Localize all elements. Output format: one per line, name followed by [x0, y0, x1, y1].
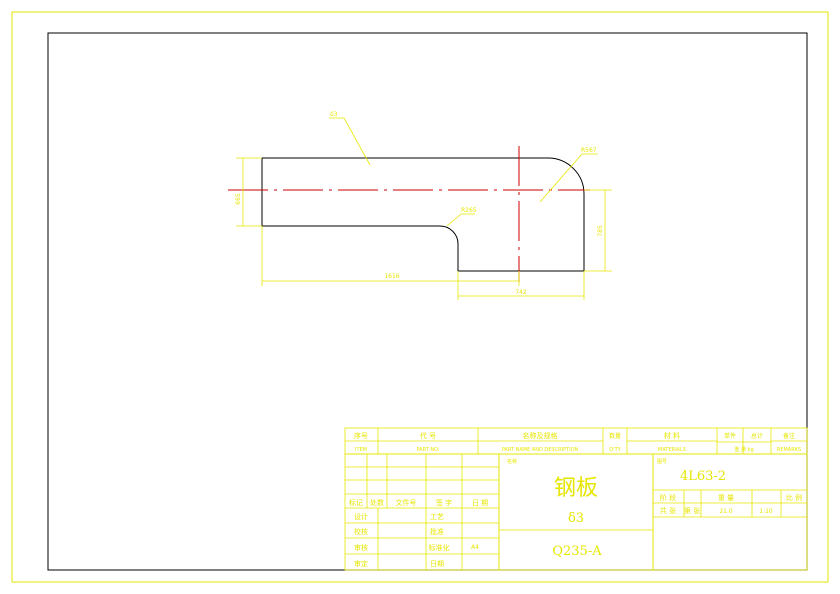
dim-bottom: 742	[515, 289, 527, 296]
header-code-cn: 代 号	[420, 431, 436, 440]
inner-frame	[47, 32, 808, 571]
label-check: 校核	[354, 527, 368, 536]
label-sheet-total: 共 张	[660, 506, 676, 515]
header-weight-label: 重 量 kg	[734, 446, 753, 453]
drawing-number: 4L63-2	[680, 469, 726, 484]
rev-count: 处数	[370, 498, 384, 507]
rev-doc-no: 文件号	[396, 498, 417, 507]
header-material-en: MATERIALS	[658, 447, 686, 453]
header-qty-en: Q'TY	[609, 447, 621, 453]
label-approve: 审定	[354, 559, 368, 568]
leader-radius-inner-label: R265	[461, 207, 477, 214]
header-unit-weight: 单件	[724, 432, 736, 440]
title-block	[344, 427, 808, 571]
tag-drawing-no: 图号	[657, 459, 667, 465]
header-name-cn: 名称及规格	[523, 431, 558, 440]
outer-border	[11, 11, 829, 583]
header-remark-cn: 备注	[783, 432, 795, 440]
header-material-cn: 材 料	[664, 431, 680, 440]
header-seq-cn: 序号	[354, 431, 368, 440]
rev-sign: 签 字	[436, 498, 452, 507]
leader-radius-top-label: R567	[581, 147, 597, 154]
dim-length: 1616	[384, 273, 399, 280]
part-name: 钢板	[554, 476, 598, 501]
label-date: 日期	[430, 560, 444, 568]
rev-mark: 标记	[349, 498, 363, 507]
tag-name: 名称	[507, 458, 517, 465]
label-approver: 批准	[430, 527, 444, 536]
weight-value: 21.0	[719, 508, 733, 515]
label-design: 设计	[354, 512, 368, 521]
rev-date: 日 期	[472, 499, 488, 507]
dim-height-left: 665	[235, 193, 242, 205]
title-block-header: 序号 ITEM 代 号 PART NO. 名称及规格 PART NAME AND…	[354, 431, 801, 453]
label-weight: 重 量	[718, 494, 734, 502]
part-thickness: δ3	[568, 511, 584, 526]
drawing-info: 图号 4L63-2 阶 段 重 量 比 例 共 张 21.0 1:10 第 张	[657, 459, 802, 515]
label-sheet-no: 第 张	[684, 506, 700, 515]
label-process: 工艺	[430, 513, 444, 521]
header-code-en: PART NO.	[417, 447, 440, 453]
part-outline	[261, 157, 585, 272]
header-remark-en: REMARKS	[777, 447, 801, 453]
approval-labels: 设计 校核 审核 审定 工艺 标准化 批准 日期 A4	[354, 512, 479, 568]
header-seq-en: ITEM	[355, 447, 367, 453]
header-qty-cn: 数量	[609, 432, 621, 440]
part-info: 名称 钢板 δ3 Q235-A	[507, 458, 602, 559]
label-standard: 标准化	[429, 543, 450, 552]
scale-value: 1:10	[759, 508, 773, 515]
dim-height-right: 785	[597, 225, 604, 237]
label-audit: 审核	[354, 543, 368, 552]
revision-labels: 标记 处数 文件号 签 字 日 期	[349, 498, 488, 507]
label-scale: 比 例	[786, 493, 802, 502]
leader-thickness-label: δ3	[330, 111, 338, 118]
label-stage: 阶 段	[660, 493, 676, 502]
center-lines	[228, 146, 590, 282]
dimension-lines	[236, 117, 612, 300]
label-format: A4	[471, 544, 479, 551]
header-total-weight: 总计	[751, 432, 763, 440]
part-material: Q235-A	[552, 544, 602, 559]
header-name-en: PART NAME AND DESCRIPTION	[502, 447, 579, 453]
